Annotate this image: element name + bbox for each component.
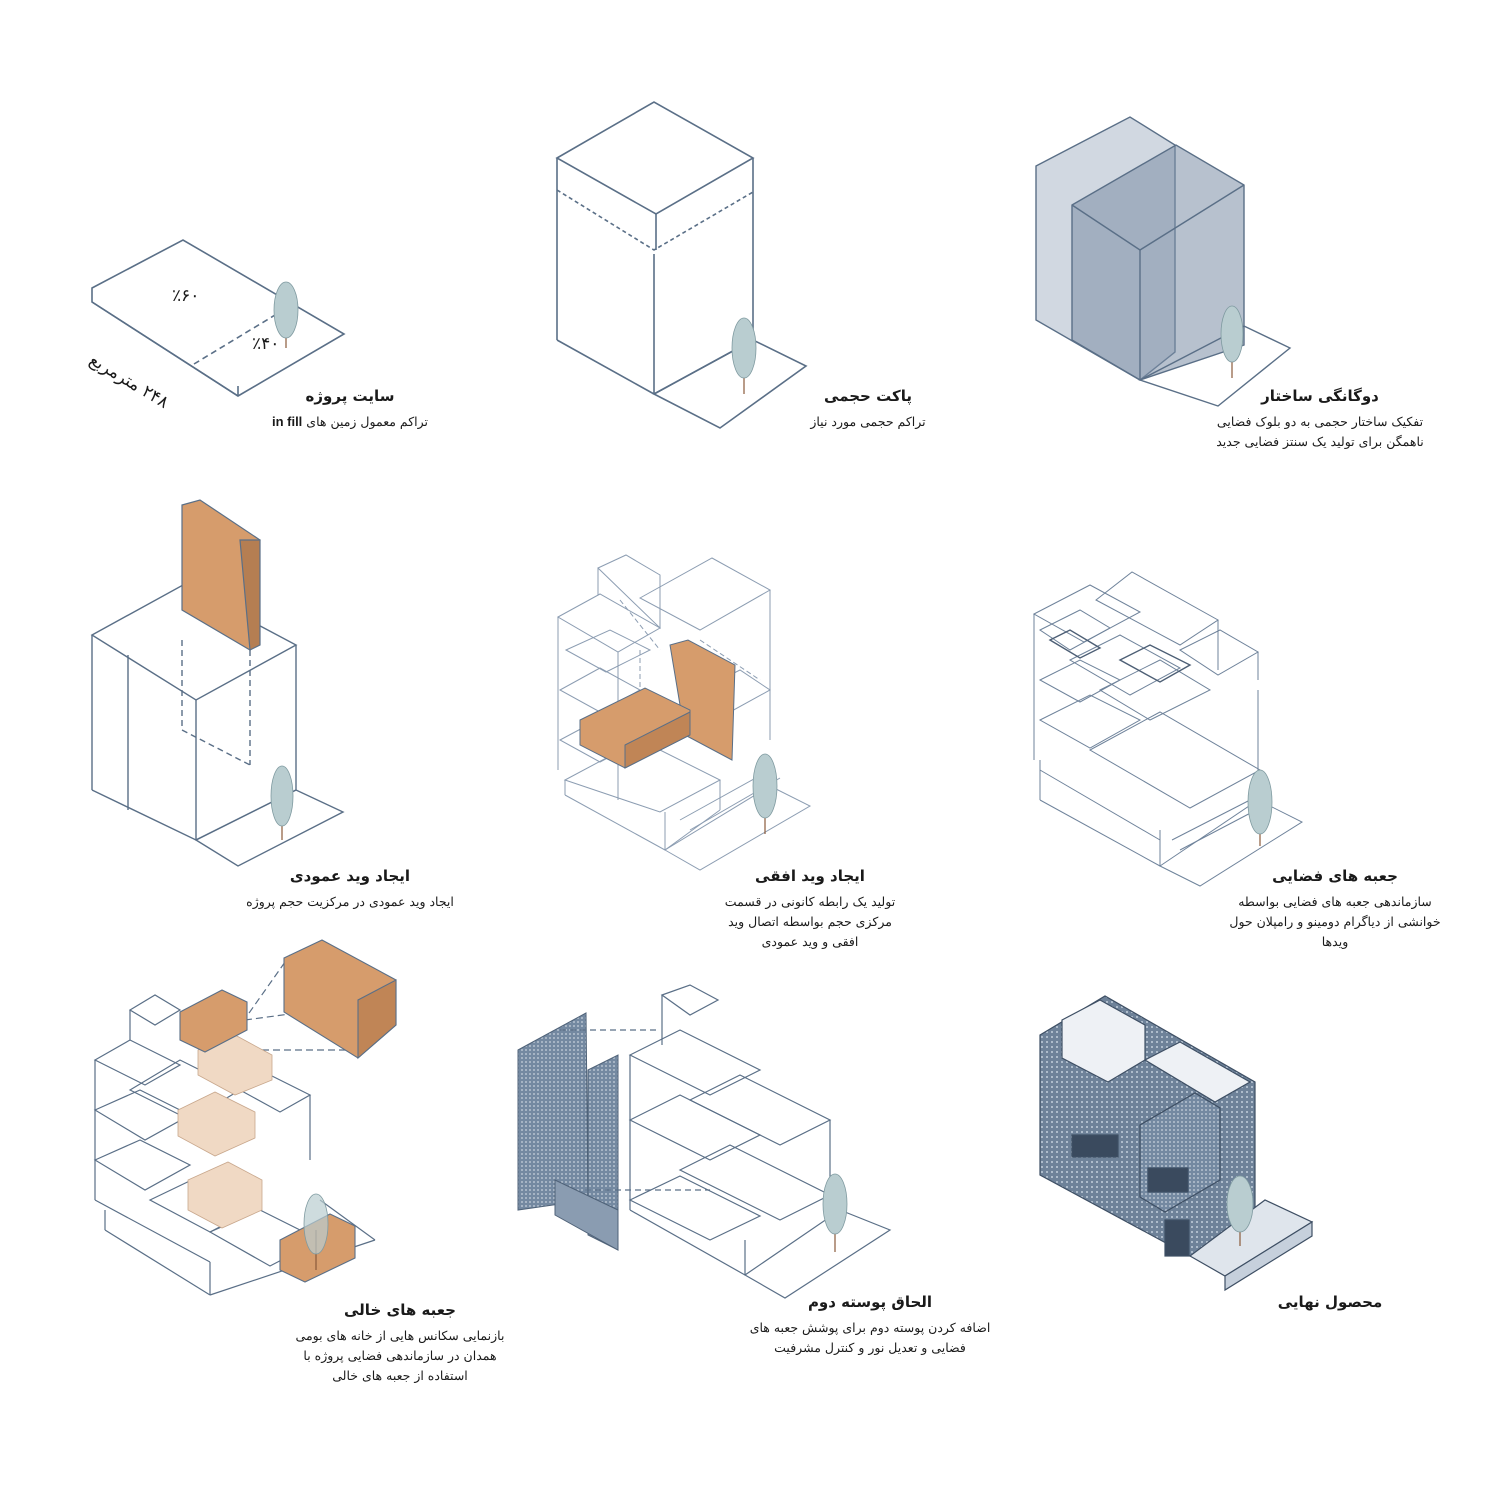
caption-horizontal-void: ایجاد وید افقی تولید یک رابطه کانونی در … <box>690 866 930 952</box>
caption-desc-line: همدان در سازماندهی فضایی پروژه با <box>303 1348 497 1363</box>
tree-icon <box>822 1173 848 1252</box>
caption-vertical-void: ایجاد وید عمودی ایجاد وید عمودی در مرکزی… <box>210 866 490 912</box>
site-plot <box>91 239 346 397</box>
caption-site: سایت پروژه تراکم معمول زمین های in fill <box>250 386 450 432</box>
caption-desc-line: تولید یک رابطه کانونی در قسمت <box>724 894 896 909</box>
tree-icon <box>270 765 294 840</box>
caption-envelope: پاکت حجمی تراکم حجمی مورد نیاز <box>768 386 968 432</box>
label-60-percent: ٪۶۰ <box>172 286 200 306</box>
caption-desc-line: افقی و وید عمودی <box>761 934 859 949</box>
tree-icon <box>1226 1175 1254 1246</box>
caption-title: سایت پروژه <box>305 387 395 405</box>
caption-desc: تراکم معمول زمین های in fill <box>271 414 429 429</box>
caption-desc-line: اضافه کردن پوسته دوم برای پوشش جعبه های <box>749 1320 991 1335</box>
vertical-void-block <box>181 499 261 651</box>
caption-desc-line: ویدها <box>1321 934 1349 949</box>
panel-duality-drawing <box>1035 116 1292 407</box>
caption-final: محصول نهایی <box>1240 1292 1420 1318</box>
caption-title: دوگانگی ساختار <box>1261 387 1379 405</box>
caption-title: جعبه های خالی <box>344 1301 456 1319</box>
caption-desc: تراکم حجمی مورد نیاز <box>810 414 926 429</box>
caption-desc-line: استفاده از جعبه های خالی <box>332 1368 468 1383</box>
horizontal-void-block <box>579 639 736 769</box>
caption-title: ایجاد وید عمودی <box>289 867 411 885</box>
panel-envelope-drawing <box>555 101 808 429</box>
caption-title: ایجاد وید افقی <box>755 867 865 885</box>
caption-desc-line: مرکزی حجم بواسطه اتصال وید <box>728 914 892 929</box>
panel-spatial-boxes-drawing <box>1032 571 1304 887</box>
caption-desc-line: ناهمگن برای تولید یک سنتز فضایی جدید <box>1216 434 1424 449</box>
caption-desc-line: خوانشی از دیاگرام دومینو و رامپلان حول <box>1229 914 1441 929</box>
tree-icon <box>1247 769 1273 846</box>
final-building <box>1039 995 1314 1292</box>
caption-title: محصول نهایی <box>1277 1293 1383 1311</box>
caption-desc-line: سازماندهی جعبه های فضایی بواسطه <box>1238 894 1432 909</box>
caption-desc-line: بازنمایی سکانس هایی از خانه های بومی <box>295 1328 505 1343</box>
tree-icon <box>303 1193 329 1270</box>
caption-desc-line: فضایی و تعدیل نور و کنترل مشرفیت <box>774 1340 966 1355</box>
tree-icon <box>731 317 757 394</box>
tree-icon <box>273 281 299 348</box>
tree-icon <box>752 753 778 834</box>
label-40-percent: ٪۴۰ <box>252 334 280 354</box>
caption-second-skin: الحاق پوسته دوم اضافه کردن پوسته دوم برا… <box>720 1292 1020 1358</box>
caption-title: جعبه های فضایی <box>1272 867 1398 885</box>
panel-vertical-void-drawing <box>90 584 345 867</box>
empty-box-solid <box>179 939 397 1283</box>
empty-box-light <box>177 1034 273 1229</box>
caption-desc-line: تفکیک ساختار حجمی به دو بلوک فضایی <box>1216 414 1424 429</box>
perforated-skin <box>517 1012 619 1251</box>
caption-empty-boxes: جعبه های خالی بازنمایی سکانس هایی از خان… <box>250 1300 550 1386</box>
caption-title: الحاق پوسته دوم <box>807 1293 933 1311</box>
tree-icon <box>1220 305 1244 378</box>
caption-duality: دوگانگی ساختار تفکیک ساختار حجمی به دو ب… <box>1190 386 1450 452</box>
caption-spatial-boxes: جعبه های فضایی سازماندهی جعبه های فضایی … <box>1190 866 1480 952</box>
caption-title: پاکت حجمی <box>824 387 912 405</box>
caption-desc: ایجاد وید عمودی در مرکزیت حجم پروژه <box>246 894 454 909</box>
